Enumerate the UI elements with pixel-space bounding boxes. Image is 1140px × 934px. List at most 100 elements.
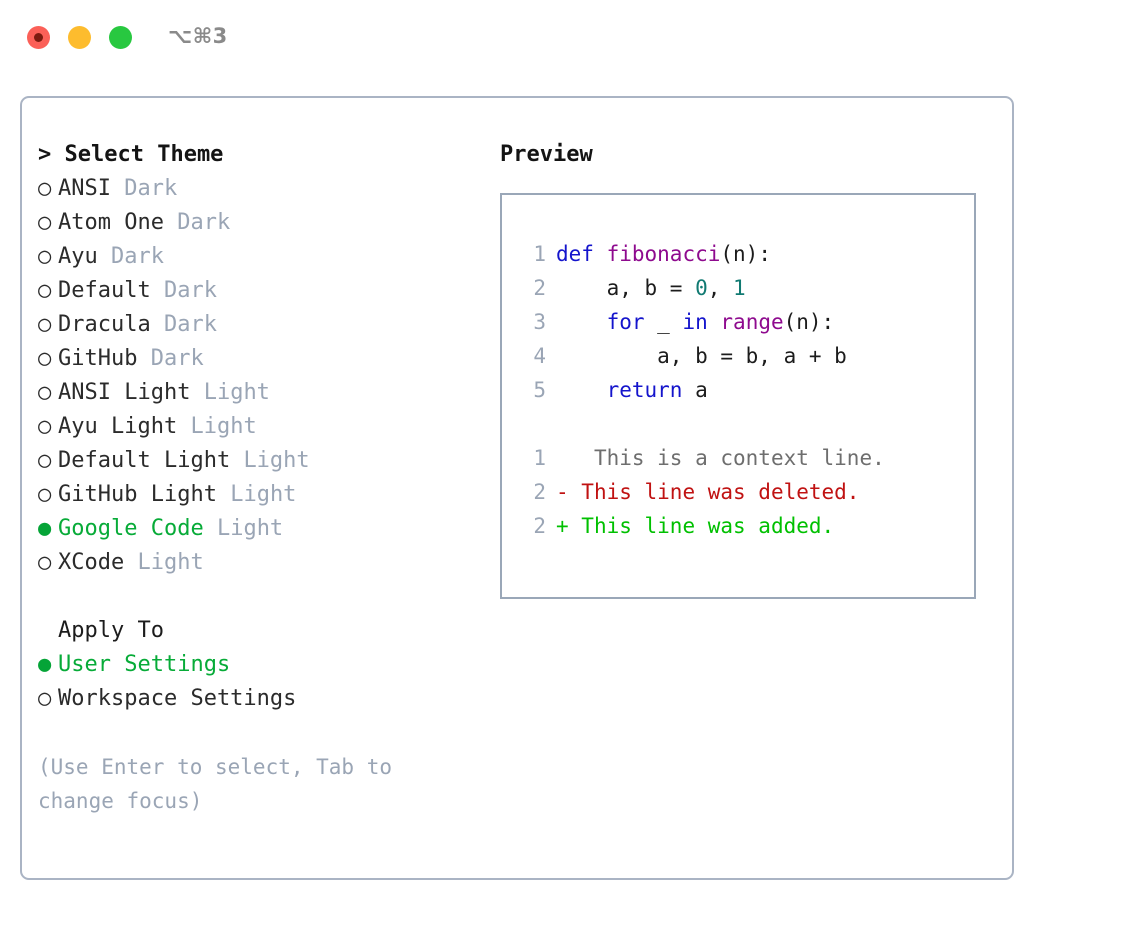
maximize-button-icon[interactable] [109, 26, 132, 49]
theme-option[interactable]: ○ANSI Light Light [38, 376, 468, 410]
code-token: , [707, 276, 734, 300]
diff-marker: + [556, 514, 569, 538]
spacer [217, 482, 230, 507]
theme-option-label: ANSI [58, 176, 111, 201]
spacer [111, 176, 124, 201]
traffic-light-buttons [27, 26, 132, 49]
line-number: 3 [533, 310, 546, 334]
theme-option-label: GitHub Light [58, 482, 217, 507]
theme-option[interactable]: ○Default Dark [38, 274, 468, 308]
line-number: 2 [533, 480, 546, 504]
radio-selected-icon: ● [38, 516, 52, 541]
radio-unselected-icon: ○ [38, 482, 52, 507]
theme-picker-panel: > Select Theme ○ANSI Dark○Atom One Dark○… [38, 138, 468, 818]
diff-marker: - [556, 480, 569, 504]
radio-unselected-icon: ○ [38, 312, 52, 337]
code-token: 1 [733, 276, 746, 300]
theme-option-tag: Light [137, 550, 204, 575]
select-theme-header: > Select Theme [38, 142, 224, 167]
code-token [708, 310, 721, 334]
line-number: 1 [533, 446, 546, 470]
code-token [556, 378, 607, 402]
apply-to-option-label: Workspace Settings [58, 686, 297, 711]
radio-unselected-icon: ○ [38, 448, 52, 473]
theme-option-label: Google Code [58, 516, 204, 541]
theme-option[interactable]: ○XCode Light [38, 546, 468, 580]
radio-unselected-icon: ○ [38, 550, 52, 575]
theme-option-label: Ayu Light [58, 414, 178, 439]
diff-line: 1 This is a context line. [520, 441, 974, 475]
close-button-icon[interactable] [27, 26, 50, 49]
spacer [151, 312, 164, 337]
theme-option[interactable]: ○Dracula Dark [38, 308, 468, 342]
spacer [137, 346, 150, 371]
theme-option-label: ANSI Light [58, 380, 191, 405]
code-token: a, b = b, a + b [556, 344, 847, 368]
apply-to-option[interactable]: ●User Settings [38, 648, 468, 682]
theme-option[interactable]: ○Ayu Light Light [38, 410, 468, 444]
theme-option-tag: Light [216, 516, 284, 541]
radio-unselected-icon: ○ [38, 346, 52, 371]
code-token: 0 [695, 276, 708, 300]
theme-option[interactable]: ●Google Code Light [38, 512, 468, 546]
spacer [204, 516, 217, 541]
theme-option-label: Default Light [58, 448, 231, 473]
radio-unselected-icon: ○ [38, 210, 52, 235]
code-token: a, b = [556, 276, 696, 300]
line-number: 2 [533, 514, 546, 538]
line-number: 1 [533, 242, 546, 266]
theme-option-label: Default [58, 278, 151, 303]
line-number: 2 [533, 276, 546, 300]
spacer [124, 550, 137, 575]
apply-to-list[interactable]: ●User Settings○Workspace Settings [38, 648, 468, 716]
code-token: (n): [783, 310, 835, 334]
diff-line: 2 + This line was added. [520, 509, 974, 543]
diff-text: This is a context line. [568, 446, 885, 470]
code-line: 2 a, b = 0, 1 [520, 271, 974, 305]
diff-text: This line was deleted. [568, 480, 860, 504]
theme-option-tag: Dark [163, 312, 217, 337]
window-title: ⌥⌘3 [168, 24, 228, 48]
code-token: return [606, 378, 683, 402]
radio-selected-icon: ● [38, 652, 52, 677]
theme-option[interactable]: ○GitHub Dark [38, 342, 468, 376]
theme-option[interactable]: ○Default Light Light [38, 444, 468, 478]
code-line: 4 a, b = b, a + b [520, 339, 974, 373]
theme-option[interactable]: ○Atom One Dark [38, 206, 468, 240]
minimize-button-icon[interactable] [68, 26, 91, 49]
theme-option[interactable]: ○GitHub Light Light [38, 478, 468, 512]
theme-option-label: GitHub [58, 346, 138, 371]
theme-list[interactable]: ○ANSI Dark○Atom One Dark○Ayu Dark○Defaul… [38, 172, 468, 580]
code-token: for [606, 310, 645, 334]
theme-option-tag: Light [190, 414, 257, 439]
theme-option-label: Ayu [58, 244, 98, 269]
radio-unselected-icon: ○ [38, 414, 52, 439]
radio-unselected-icon: ○ [38, 686, 52, 711]
dialog-frame: > Select Theme ○ANSI Dark○Atom One Dark○… [20, 96, 1014, 880]
theme-option-tag: Light [230, 482, 297, 507]
spacer [190, 380, 203, 405]
theme-option[interactable]: ○ANSI Dark [38, 172, 468, 206]
apply-to-option[interactable]: ○Workspace Settings [38, 682, 468, 716]
theme-option-label: Atom One [58, 210, 164, 235]
code-token [556, 310, 607, 334]
spacer [151, 278, 164, 303]
apply-to-header: Apply To [58, 618, 164, 643]
theme-option-tag: Dark [124, 176, 178, 201]
code-token: (n): [720, 242, 771, 266]
theme-option[interactable]: ○Ayu Dark [38, 240, 468, 274]
spacer [230, 448, 243, 473]
code-token [594, 242, 607, 266]
title-bar: ⌥⌘3 [0, 0, 1140, 78]
diff-text: This line was added. [568, 514, 835, 538]
theme-option-tag: Dark [177, 210, 231, 235]
theme-option-label: Dracula [58, 312, 151, 337]
spacer [164, 210, 177, 235]
code-token: a [682, 378, 708, 402]
line-number: 5 [533, 378, 546, 402]
code-token: def [556, 242, 594, 266]
spacer [177, 414, 190, 439]
diff-line: 2- This line was deleted. [520, 475, 974, 509]
